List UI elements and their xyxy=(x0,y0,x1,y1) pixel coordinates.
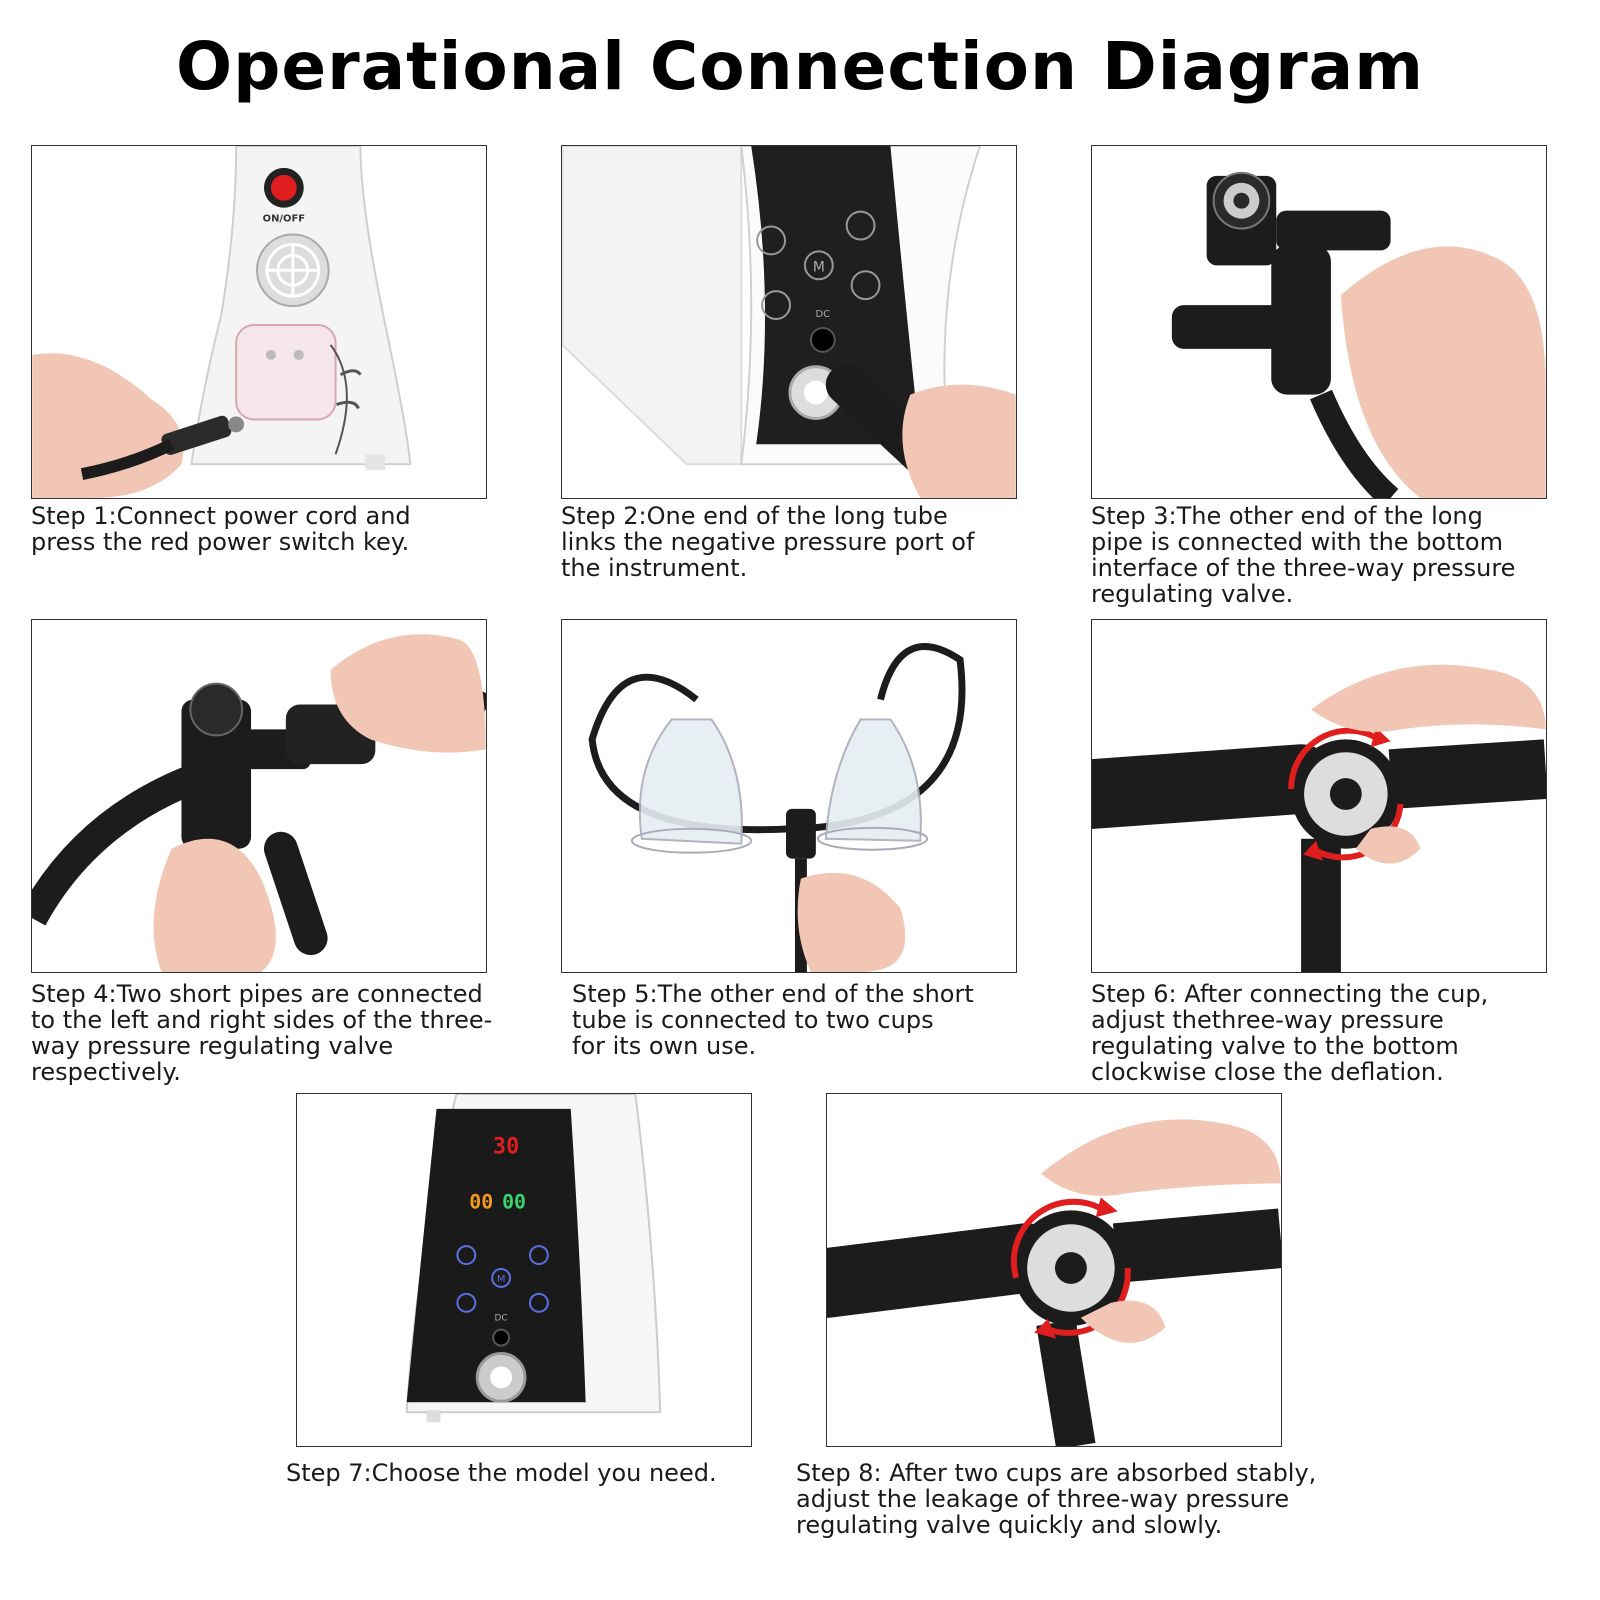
drop-button-icon xyxy=(845,210,876,241)
step-5-caption: Step 5:The other end of the short tube i… xyxy=(572,980,974,1060)
hand-icon xyxy=(1041,1119,1281,1196)
step-6-caption: Step 6: After connecting the cup, adjust… xyxy=(1091,980,1489,1086)
hand-icon xyxy=(32,353,184,498)
hand-icon xyxy=(1311,664,1546,732)
hand-icon xyxy=(153,838,276,972)
step-8-image xyxy=(826,1093,1282,1447)
display-right: 00 xyxy=(502,1190,526,1213)
dc-label: DC xyxy=(495,1314,508,1324)
hand-icon xyxy=(330,634,486,753)
step-4-image xyxy=(31,619,487,973)
step-4-caption: Step 4:Two short pipes are connected to … xyxy=(31,980,493,1086)
step-1-image: ON/OFF xyxy=(31,145,487,499)
valve-dial-icon xyxy=(189,682,244,737)
drop-button-icon xyxy=(756,225,787,256)
dc-label: DC xyxy=(816,309,831,320)
step-7-image: 30 00 00 M DC xyxy=(296,1093,752,1447)
display-left: 00 xyxy=(469,1190,493,1213)
step-3-image xyxy=(1091,145,1547,499)
page-title: Operational Connection Diagram xyxy=(175,28,1424,105)
display-top: 30 xyxy=(493,1135,519,1160)
on-off-label: ON/OFF xyxy=(263,214,305,225)
rotate-arrow-icon xyxy=(1288,727,1378,790)
mode-button-icon xyxy=(803,250,834,281)
mode-button-label: M xyxy=(813,259,825,275)
step-7-caption: Step 7:Choose the model you need. xyxy=(286,1459,717,1487)
mode-button-icon xyxy=(491,1268,512,1288)
step-3-caption: Step 3:The other end of the long pipe is… xyxy=(1091,502,1516,608)
step-6-image xyxy=(1091,619,1547,973)
step-8-caption: Step 8: After two cups are absorbed stab… xyxy=(796,1459,1317,1539)
step-5-image xyxy=(561,619,1017,973)
rotate-arrow-icon xyxy=(1010,1198,1103,1279)
hand-icon xyxy=(797,872,906,972)
step-2-caption: Step 2:One end of the long tube links th… xyxy=(561,502,975,582)
mode-button-label: M xyxy=(497,1274,506,1285)
step-2-image: M DC xyxy=(561,145,1017,499)
hand-icon xyxy=(902,384,1016,498)
cup-icon xyxy=(824,718,922,842)
step-1-caption: Step 1:Connect power cord and press the … xyxy=(31,502,411,556)
cup-icon xyxy=(638,718,743,845)
hand-icon xyxy=(1340,246,1546,498)
